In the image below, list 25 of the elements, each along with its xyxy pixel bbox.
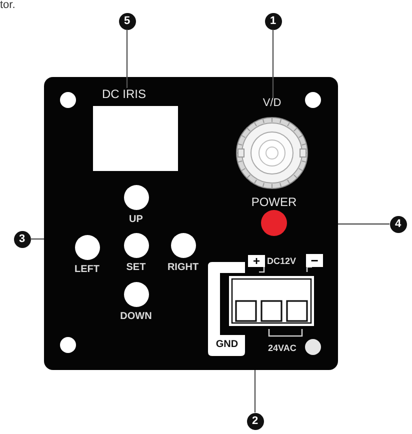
- voltage-label: DC12V: [267, 256, 296, 266]
- button-label: DOWN: [120, 310, 152, 322]
- callout-number: 2: [246, 412, 264, 430]
- button-label: LEFT: [74, 264, 100, 274]
- leader-line: [272, 30, 274, 98]
- callout-number: 4: [390, 216, 406, 232]
- led-label: POWER: [251, 196, 297, 208]
- button-label: SET: [126, 262, 146, 272]
- leader-line: [30, 238, 44, 240]
- terminal-label: GND: [214, 339, 240, 350]
- leader-line: [338, 223, 390, 225]
- control-panel: [44, 77, 338, 370]
- port-label: DC IRIS: [102, 88, 146, 100]
- polarity-label: −: [306, 254, 323, 267]
- button-label: UP: [129, 214, 143, 224]
- body-text: tor.: [0, 0, 16, 11]
- callout-number: 3: [14, 230, 30, 248]
- voltage-label: 24VAC: [268, 343, 296, 353]
- port-label: V/D: [262, 98, 282, 109]
- leader-line: [254, 370, 256, 412]
- callout-number: 5: [118, 12, 136, 30]
- callout-number: 1: [264, 12, 282, 30]
- polarity-label: +: [248, 255, 265, 267]
- leader-line: [126, 30, 128, 88]
- button-label: RIGHT: [167, 262, 199, 272]
